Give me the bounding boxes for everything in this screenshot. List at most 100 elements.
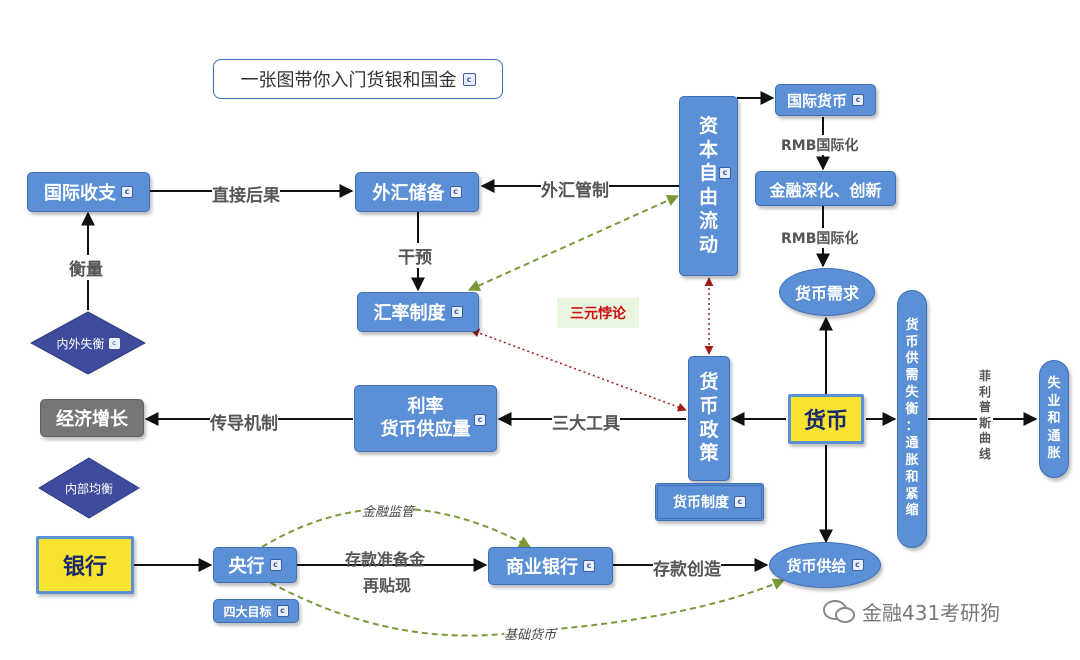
label-jichu-huobi: 基础货币: [504, 624, 557, 643]
note-icon: c: [450, 306, 463, 318]
label-feilipusi: 菲 利 普 斯 曲 线: [977, 369, 993, 463]
node-guoji-shouzhi[interactable]: 国际收支 c: [27, 172, 150, 212]
watermark: 金融431考研狗: [822, 597, 1000, 626]
note-icon: c: [474, 414, 486, 426]
node-char: 胀: [1047, 446, 1061, 462]
node-label: 外汇储备: [372, 183, 445, 204]
node-yanghang[interactable]: 央行 c: [213, 547, 297, 583]
node-neibu-junheng-shape: [38, 457, 140, 519]
node-label: 央行: [228, 556, 265, 577]
node-label: 货币: [803, 409, 848, 434]
node-char: 需: [905, 368, 919, 384]
node-char: 政: [699, 418, 719, 441]
node-char: 通: [1047, 428, 1061, 444]
wechat-icon: [823, 599, 855, 623]
node-jingji-zengzhang[interactable]: 经济增长: [40, 399, 144, 437]
node-char: 自: [698, 162, 718, 185]
node-char: 缩: [905, 503, 919, 519]
node-huobi-xuqiu[interactable]: 货币需求: [779, 268, 875, 316]
node-gongxu-shiheng[interactable]: 货 币 供 需 失 衡 ： 通 胀 和 紧 缩: [897, 290, 927, 548]
node-lilv-huobi-gongyingliang[interactable]: 利率 货币供应量 c: [354, 385, 497, 452]
node-char: ：: [905, 419, 919, 434]
edge-huilv-ziben-dashed: [467, 194, 680, 292]
edge-huilv-zhengce-dotted: [470, 328, 687, 412]
node-char: 通: [905, 435, 919, 451]
node-label: 四大目标: [223, 604, 272, 619]
node-label: 货币需求: [794, 284, 859, 303]
node-shiye-tongzhang[interactable]: 失 业 和 通 胀: [1039, 360, 1069, 478]
node-char: 动: [698, 233, 718, 256]
label-sanda-gongju: 三大工具: [552, 409, 620, 434]
node-label-line1: 利率: [407, 396, 444, 417]
node-label: 货币制度: [673, 495, 729, 511]
node-label: 金融深化、创新: [769, 180, 882, 200]
label-char: 斯: [978, 415, 991, 430]
node-char: 失: [905, 385, 919, 401]
watermark-text: 金融431考研狗: [862, 601, 1001, 625]
node-char: 紧: [905, 486, 919, 502]
node-label: 国际收支: [44, 183, 116, 204]
label-zaitiexian: 再贴现: [363, 576, 412, 595]
label-char: 利: [978, 384, 991, 399]
node-yinhang[interactable]: 银行: [36, 536, 134, 594]
node-char: 失: [1047, 376, 1061, 392]
note-icon: c: [583, 560, 595, 572]
bubble-small: [835, 606, 855, 623]
node-huobi[interactable]: 货币: [788, 394, 864, 444]
node-char: 货: [699, 371, 719, 393]
node-label: 商业银行: [506, 557, 578, 578]
node-label: 内部均衡: [64, 481, 113, 496]
page-title: 一张图带你入门货银和国金: [240, 70, 457, 91]
label-waihui-guanzhi: 外汇管制: [541, 176, 609, 201]
label-text: 三元悖论: [570, 306, 626, 322]
note-icon: c: [108, 337, 120, 349]
diamond-shape: [38, 457, 140, 519]
label-sanyuan-beilun: 三元悖论: [557, 298, 639, 328]
note-icon: c: [449, 186, 462, 198]
node-char: 胀: [905, 452, 919, 468]
node-label: 货币供给: [786, 556, 847, 575]
node-label-line2: 货币供应量: [380, 418, 471, 440]
node-char: 由: [698, 186, 718, 208]
label-rmb-2: RMB国际化: [781, 228, 859, 248]
label-rmb-1: RMB国际化: [781, 135, 859, 155]
note-icon: c: [851, 559, 864, 571]
title-box: 一张图带你入门货银和国金 c: [213, 59, 503, 99]
node-waihui-chubei[interactable]: 外汇储备 c: [355, 172, 479, 212]
note-icon: c: [852, 94, 864, 106]
note-icon: c: [269, 559, 282, 571]
node-jinrong-shenhua[interactable]: 金融深化、创新: [755, 171, 896, 206]
node-char: 币: [699, 394, 719, 417]
node-ziben-ziyou[interactable]: 资 本 自 由 流 动 c: [679, 96, 738, 276]
note-icon: c: [719, 167, 731, 179]
node-char: 衡: [905, 402, 919, 418]
label-jinrong-jianguan: 金融监管: [362, 501, 415, 520]
label-char: 普: [978, 400, 991, 415]
label-char: 线: [978, 446, 991, 461]
label-ganyu: 干预: [398, 243, 432, 268]
edge-jianguan-dashed: [261, 507, 532, 548]
node-char: 业: [1047, 393, 1061, 409]
node-label: 汇率制度: [373, 303, 446, 324]
node-char: 货: [905, 317, 919, 333]
node-neibu-junheng[interactable]: 内部均衡: [38, 478, 140, 498]
node-huobi-zhengce[interactable]: 货 币 政 策: [688, 356, 730, 481]
node-shangye-yinhang[interactable]: 商业银行 c: [488, 547, 613, 585]
label-char: 菲: [978, 369, 991, 383]
node-char: 币: [905, 334, 919, 350]
node-char: 策: [699, 442, 719, 465]
node-label: 内外失衡: [56, 336, 105, 351]
diamond-shape: [30, 311, 146, 375]
node-huobi-gongji[interactable]: 货币供给 c: [769, 542, 881, 588]
label-chuandao-jizhi: 传导机制: [210, 409, 278, 434]
note-icon: c: [121, 186, 133, 198]
label-zhijie-houguo: 直接后果: [212, 181, 280, 206]
node-char: 本: [698, 138, 718, 161]
node-char: 和: [1047, 411, 1061, 427]
node-huilv-zhidu[interactable]: 汇率制度 c: [357, 292, 479, 332]
